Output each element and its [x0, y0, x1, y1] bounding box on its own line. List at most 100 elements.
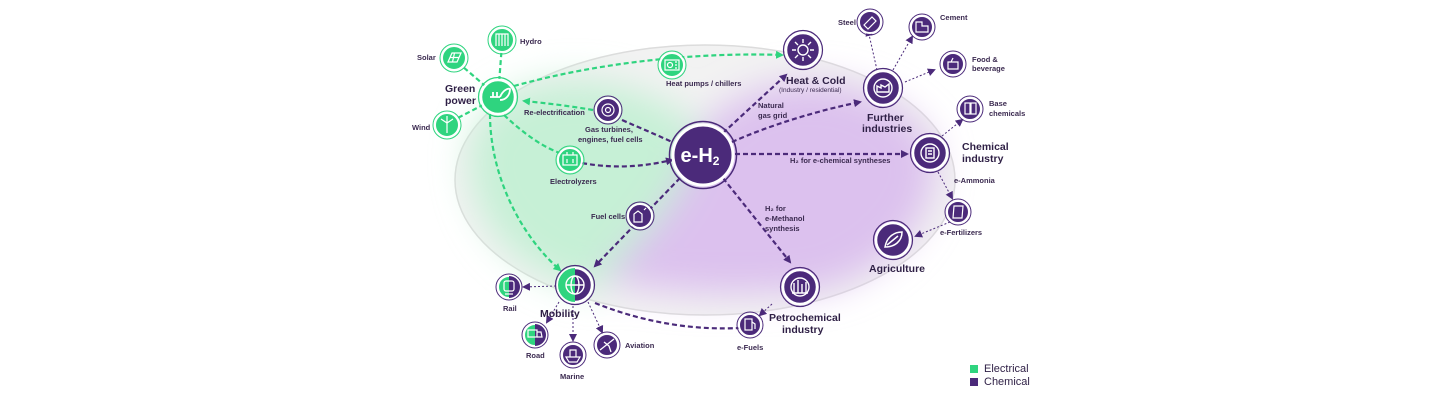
- chemical-industry-label-2: industry: [962, 153, 1004, 165]
- sub-links: [522, 28, 964, 342]
- color-zones: [469, 81, 935, 295]
- truck-icon: [527, 329, 543, 338]
- re-electrification-label: Re-electrification: [524, 108, 585, 117]
- sun-snowflake-icon: [792, 39, 814, 61]
- rail-node[interactable]: [495, 273, 523, 301]
- turbine-icon: [601, 103, 615, 117]
- petrochemical-node[interactable]: [779, 266, 821, 308]
- h2-methanol-label-1: H₂ for: [765, 204, 786, 213]
- plug-leaf-icon: [490, 87, 511, 101]
- steel-label: Steel: [838, 18, 856, 27]
- factory-gear-icon: [873, 78, 893, 98]
- chemical-industry-label-1: Chemical: [962, 141, 1009, 153]
- legend-chemical-label: Chemical: [984, 375, 1030, 388]
- natural-gas-label-1: Natural: [758, 101, 784, 110]
- e-ammonia-label: e-Ammonia: [954, 176, 996, 185]
- food-label-2: beverage: [972, 64, 1005, 73]
- fertilizer-bag-icon: [952, 205, 964, 219]
- chemical-links: [581, 73, 909, 330]
- base-chemicals-node[interactable]: [956, 95, 984, 123]
- heat-cold-label: Heat & Cold: [786, 75, 846, 87]
- heat-pumps-node[interactable]: [657, 50, 687, 80]
- food-icon: [947, 57, 959, 70]
- electrolyzers-node[interactable]: [555, 145, 585, 175]
- marine-node[interactable]: [559, 341, 587, 369]
- solar-label: Solar: [417, 53, 436, 62]
- legend: Electrical Chemical: [970, 362, 1030, 388]
- e-fuels-label: e-Fuels: [737, 343, 763, 352]
- gas-turbines-node[interactable]: [593, 95, 623, 125]
- base-chemicals-label-2: chemicals: [989, 109, 1025, 118]
- chemical-plant-icon: [920, 143, 940, 163]
- steel-node[interactable]: [856, 8, 884, 36]
- natural-gas-label-2: gas grid: [758, 111, 788, 120]
- rail-label: Rail: [503, 304, 517, 313]
- e-fertilizers-label: e-Fertilizers: [940, 228, 982, 237]
- hub-subscript: 2: [713, 154, 720, 168]
- airplane-icon: [599, 338, 615, 353]
- green-power-label-1: Green: [445, 83, 475, 95]
- leaf-icon: [884, 231, 903, 248]
- refinery-icon: [790, 277, 810, 297]
- gas-turbines-label-2: engines, fuel cells: [578, 135, 643, 144]
- dam-icon: [495, 33, 509, 46]
- agriculture-label: Agriculture: [869, 263, 925, 275]
- hydro-node[interactable]: [487, 25, 517, 55]
- road-label: Road: [526, 351, 545, 360]
- marine-label: Marine: [560, 372, 584, 381]
- gas-turbines-label-1: Gas turbines,: [585, 125, 633, 134]
- heat-pumps-label: Heat pumps / chillers: [666, 79, 741, 88]
- food-beverage-node[interactable]: [939, 50, 967, 78]
- chemical-swatch: [970, 377, 978, 386]
- electrolyzers-label: Electrolyzers: [550, 177, 597, 186]
- h2-methanol-label-2: e-Methanol: [765, 214, 805, 223]
- heat-cold-node[interactable]: [782, 29, 824, 71]
- solar-panel-icon: [447, 52, 462, 63]
- train-icon: [503, 280, 515, 295]
- globe-gear-icon: [565, 275, 585, 295]
- agriculture-node[interactable]: [872, 219, 914, 261]
- e-fertilizers-node[interactable]: [944, 198, 972, 226]
- svg-text:e-H2: e-H2: [681, 145, 720, 168]
- cement-icon: [915, 21, 929, 33]
- base-chemicals-label-1: Base: [989, 99, 1007, 108]
- legend-electrical-label: Electrical: [984, 362, 1029, 375]
- wind-turbine-icon: [440, 116, 454, 133]
- mobility-node[interactable]: [554, 264, 596, 306]
- further-industries-label-2: industries: [862, 123, 912, 135]
- fuel-cells-label: Fuel cells: [591, 212, 625, 221]
- h2-methanol-label-3: synthesis: [765, 224, 800, 233]
- petrochemical-label-2: industry: [782, 324, 824, 336]
- chemical-industry-node[interactable]: [909, 132, 951, 174]
- further-industries-label-1: Further: [867, 112, 904, 124]
- e-fuels-node[interactable]: [736, 311, 764, 339]
- solar-node[interactable]: [439, 43, 469, 73]
- legend-chemical: Chemical: [970, 375, 1030, 388]
- mobility-label: Mobility: [540, 308, 580, 320]
- steel-icon: [863, 16, 877, 30]
- legend-electrical: Electrical: [970, 362, 1030, 375]
- green-power-node[interactable]: [477, 76, 519, 118]
- cement-node[interactable]: [908, 13, 936, 41]
- green-power-label-2: power: [445, 95, 476, 107]
- road-node[interactable]: [521, 321, 549, 349]
- hydro-label: Hydro: [520, 37, 542, 46]
- barrels-icon: [964, 102, 977, 115]
- fuel-cells-node[interactable]: [625, 201, 655, 231]
- e-h2-hub[interactable]: e-H2: [668, 120, 738, 190]
- ship-icon: [564, 349, 582, 363]
- petrochemical-label-1: Petrochemical: [769, 312, 841, 324]
- hub-label: e-H: [681, 145, 713, 167]
- wind-node[interactable]: [432, 110, 462, 140]
- further-industries-node[interactable]: [862, 67, 904, 109]
- electrical-swatch: [970, 364, 978, 373]
- fuel-cell-icon: [633, 207, 647, 223]
- heat-pump-icon: [664, 59, 680, 71]
- h2-synth-label: H₂ for e-chemical syntheses: [790, 156, 890, 165]
- aviation-label: Aviation: [625, 341, 655, 350]
- wind-label: Wind: [412, 123, 431, 132]
- food-label-1: Food &: [972, 55, 998, 64]
- aviation-node[interactable]: [593, 331, 621, 359]
